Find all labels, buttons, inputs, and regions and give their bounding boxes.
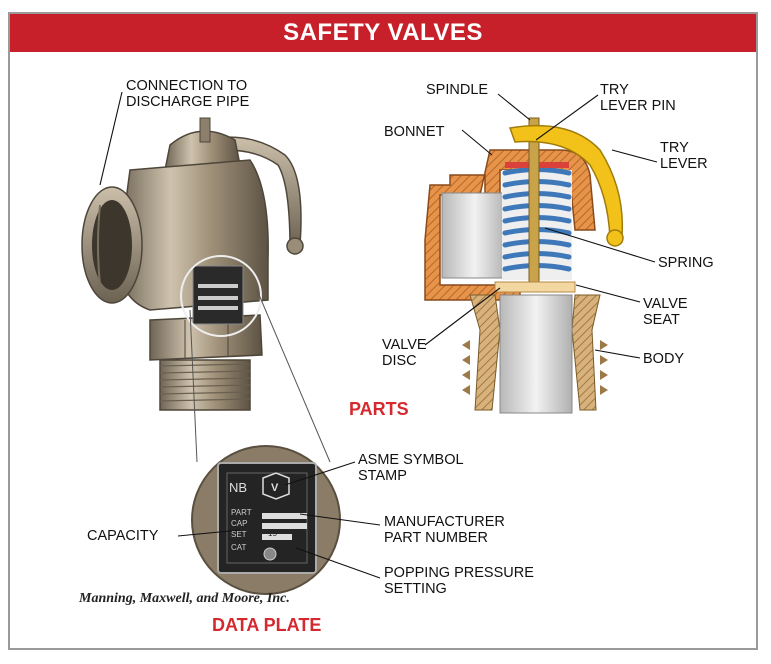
plate-nb: NB bbox=[229, 480, 248, 495]
label-line: LEVER PIN bbox=[600, 98, 676, 114]
label-capacity: CAPACITY bbox=[87, 528, 159, 544]
plate-cat: CAT bbox=[231, 543, 247, 552]
page-title: SAFETY VALVES bbox=[283, 19, 483, 46]
label-asme-symbol-stamp: ASME SYMBOL STAMP bbox=[358, 452, 464, 484]
label-popping-pressure-setting: POPPING PRESSURE SETTING bbox=[384, 565, 534, 597]
valve-photo bbox=[81, 117, 304, 411]
label-line: PART NUMBER bbox=[384, 530, 488, 546]
plate-cap: CAP bbox=[231, 519, 248, 528]
label-line: DISCHARGE PIPE bbox=[126, 94, 250, 110]
label-line: DISC bbox=[382, 353, 417, 369]
label-connection-to-discharge-pipe: CONNECTION TO DISCHARGE PIPE bbox=[126, 78, 249, 110]
label-spring: SPRING bbox=[658, 255, 714, 271]
data-plate-heading: DATA PLATE bbox=[212, 615, 322, 635]
label-try-lever-pin: TRY LEVER PIN bbox=[600, 82, 676, 114]
label-line: TRY bbox=[660, 140, 689, 156]
label-valve-seat: VALVE SEAT bbox=[643, 296, 688, 328]
label-line: ASME SYMBOL bbox=[358, 452, 464, 468]
plate-v-stamp: V bbox=[271, 482, 279, 494]
label-line: STAMP bbox=[358, 468, 407, 484]
label-line: MANUFACTURER bbox=[384, 514, 505, 530]
title-bar: SAFETY VALVES bbox=[10, 14, 756, 52]
plate-set: SET bbox=[231, 530, 247, 539]
label-line: TRY bbox=[600, 82, 629, 98]
label-line: SETTING bbox=[384, 581, 447, 597]
label-line: POPPING PRESSURE bbox=[384, 565, 534, 581]
valve-cutaway bbox=[424, 117, 624, 414]
data-plate-zoom bbox=[189, 289, 341, 595]
label-bonnet: BONNET bbox=[384, 124, 445, 140]
plate-part: PART bbox=[231, 508, 252, 517]
label-spindle: SPINDLE bbox=[426, 82, 489, 98]
label-manufacturer-part-number: MANUFACTURER PART NUMBER bbox=[384, 514, 505, 546]
label-line: LEVER bbox=[660, 156, 708, 172]
label-line: SEAT bbox=[643, 312, 680, 328]
label-try-lever: TRY LEVER bbox=[660, 140, 708, 172]
figure-frame bbox=[8, 12, 758, 650]
label-line: VALVE bbox=[382, 337, 427, 353]
parts-heading: PARTS bbox=[349, 399, 409, 419]
label-line: CONNECTION TO bbox=[126, 78, 248, 94]
credit-line: Manning, Maxwell, and Moore, Inc. bbox=[79, 591, 290, 606]
label-line: VALVE bbox=[643, 296, 688, 312]
label-body: BODY bbox=[643, 351, 685, 367]
label-valve-disc: VALVE DISC bbox=[382, 337, 427, 369]
plate-set-value: 15 bbox=[268, 529, 277, 538]
leader-lines bbox=[99, 91, 658, 579]
